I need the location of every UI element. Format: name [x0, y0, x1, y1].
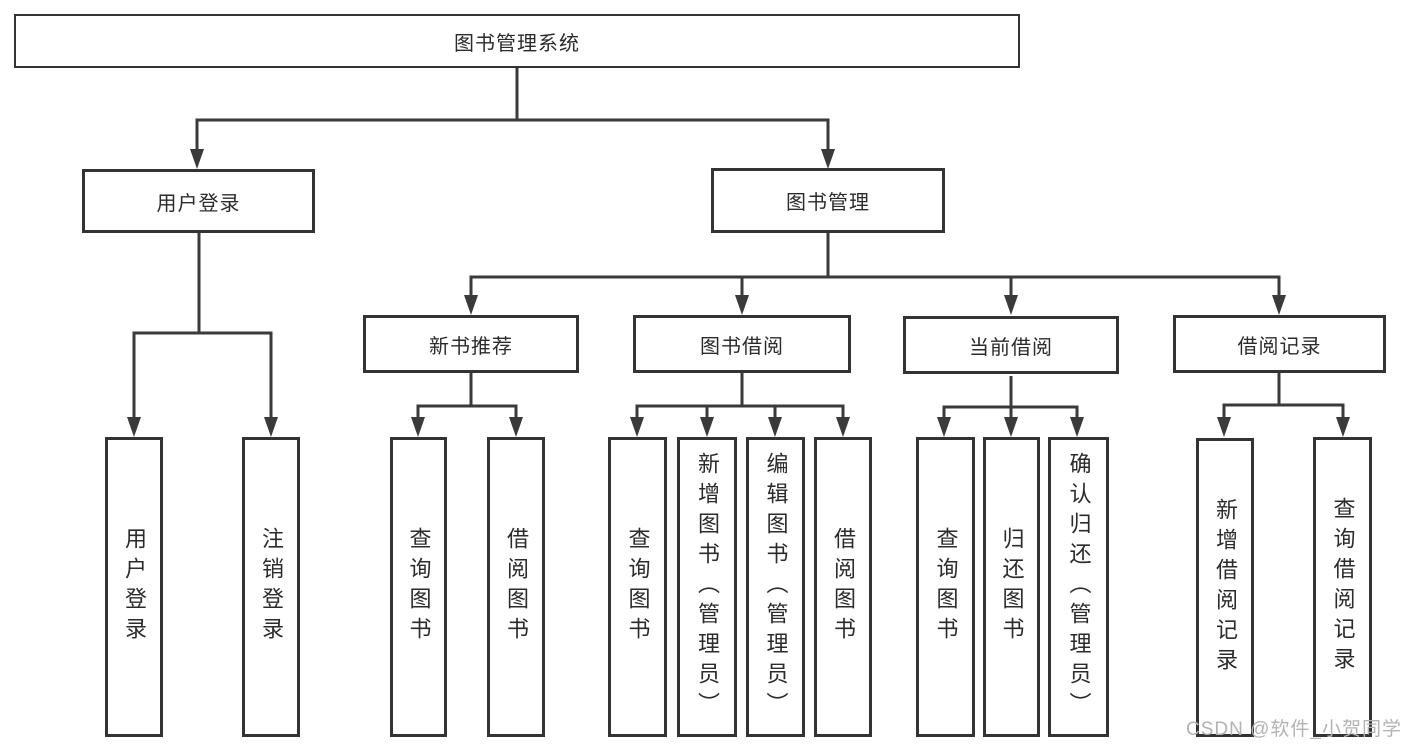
- leaf-user-login: 用户登录: [105, 437, 163, 737]
- arrow-down-icon: [836, 417, 850, 437]
- node-book-management: 图书管理: [711, 168, 945, 233]
- leaf-label: 确认归还（管理员）: [1066, 452, 1092, 722]
- leaf-borrow-books-borrowing: 借阅图书: [814, 437, 872, 737]
- leaf-label: 查询图书: [933, 527, 959, 647]
- arrow-down-icon: [630, 417, 644, 437]
- csdn-watermark: CSDN @软件_小贺同学: [1186, 719, 1402, 740]
- arrow-down-icon: [768, 417, 782, 437]
- arrow-down-icon: [509, 417, 523, 437]
- arrow-down-icon: [411, 417, 425, 437]
- leaf-label: 借阅图书: [831, 527, 856, 647]
- leaf-return-books: 归还图书: [983, 437, 1040, 737]
- leaf-label: 用户登录: [122, 527, 147, 647]
- arrow-down-icon: [464, 295, 478, 315]
- leaf-label: 借阅图书: [504, 527, 529, 647]
- node-label: 图书管理: [786, 192, 870, 214]
- arrow-down-icon: [937, 417, 951, 437]
- arrow-down-icon: [1272, 295, 1286, 315]
- arrow-down-icon: [700, 417, 714, 437]
- leaf-label: 查询图书: [625, 527, 651, 647]
- node-label: 借阅记录: [1237, 335, 1322, 358]
- node-label: 用户登录: [156, 192, 241, 215]
- leaf-borrow-books-recommend: 借阅图书: [487, 437, 545, 737]
- node-label: 当前借阅: [969, 336, 1053, 359]
- leaf-add-books-admin: 新增图书（管理员）: [677, 437, 737, 737]
- arrow-down-icon: [190, 149, 204, 169]
- node-borrowing-records: 借阅记录: [1173, 315, 1386, 373]
- leaf-label: 查询借阅记录: [1330, 497, 1356, 677]
- node-book-borrowing: 图书借阅: [633, 315, 851, 373]
- leaf-logout: 注销登录: [242, 437, 300, 737]
- leaf-label: 归还图书: [999, 527, 1025, 647]
- arrow-down-icon: [1004, 417, 1018, 437]
- node-label: 图书管理系统: [454, 32, 580, 55]
- leaf-query-borrow-record: 查询借阅记录: [1313, 437, 1372, 737]
- node-label: 图书借阅: [700, 335, 784, 358]
- leaf-label: 查询图书: [406, 527, 432, 647]
- arrow-down-icon: [1336, 417, 1350, 437]
- leaf-query-books-current: 查询图书: [916, 437, 975, 737]
- arrow-down-icon: [735, 295, 749, 315]
- node-label: 新书推荐: [429, 335, 513, 358]
- leaf-query-books-recommend: 查询图书: [390, 437, 447, 737]
- node-new-book-recommendation: 新书推荐: [363, 315, 579, 373]
- arrow-down-icon: [1217, 417, 1231, 437]
- leaf-confirm-return-admin: 确认归还（管理员）: [1048, 437, 1109, 737]
- leaf-label: 编辑图书（管理员）: [763, 452, 789, 722]
- leaf-label: 新增图书（管理员）: [695, 452, 720, 722]
- node-current-borrowing: 当前借阅: [903, 316, 1119, 374]
- node-library-management-system: 图书管理系统: [14, 14, 1020, 68]
- leaf-label: 新增借阅记录: [1213, 497, 1238, 678]
- leaf-edit-books-admin: 编辑图书（管理员）: [746, 437, 805, 737]
- leaf-query-books-borrowing: 查询图书: [608, 437, 667, 737]
- arrow-down-icon: [1004, 295, 1018, 315]
- arrow-down-icon: [264, 417, 278, 437]
- leaf-add-borrow-record: 新增借阅记录: [1196, 438, 1254, 737]
- arrow-down-icon: [1070, 417, 1084, 437]
- arrow-down-icon: [127, 417, 141, 437]
- arrow-down-icon: [821, 149, 835, 169]
- node-user-login: 用户登录: [82, 169, 315, 233]
- leaf-label: 注销登录: [259, 527, 284, 647]
